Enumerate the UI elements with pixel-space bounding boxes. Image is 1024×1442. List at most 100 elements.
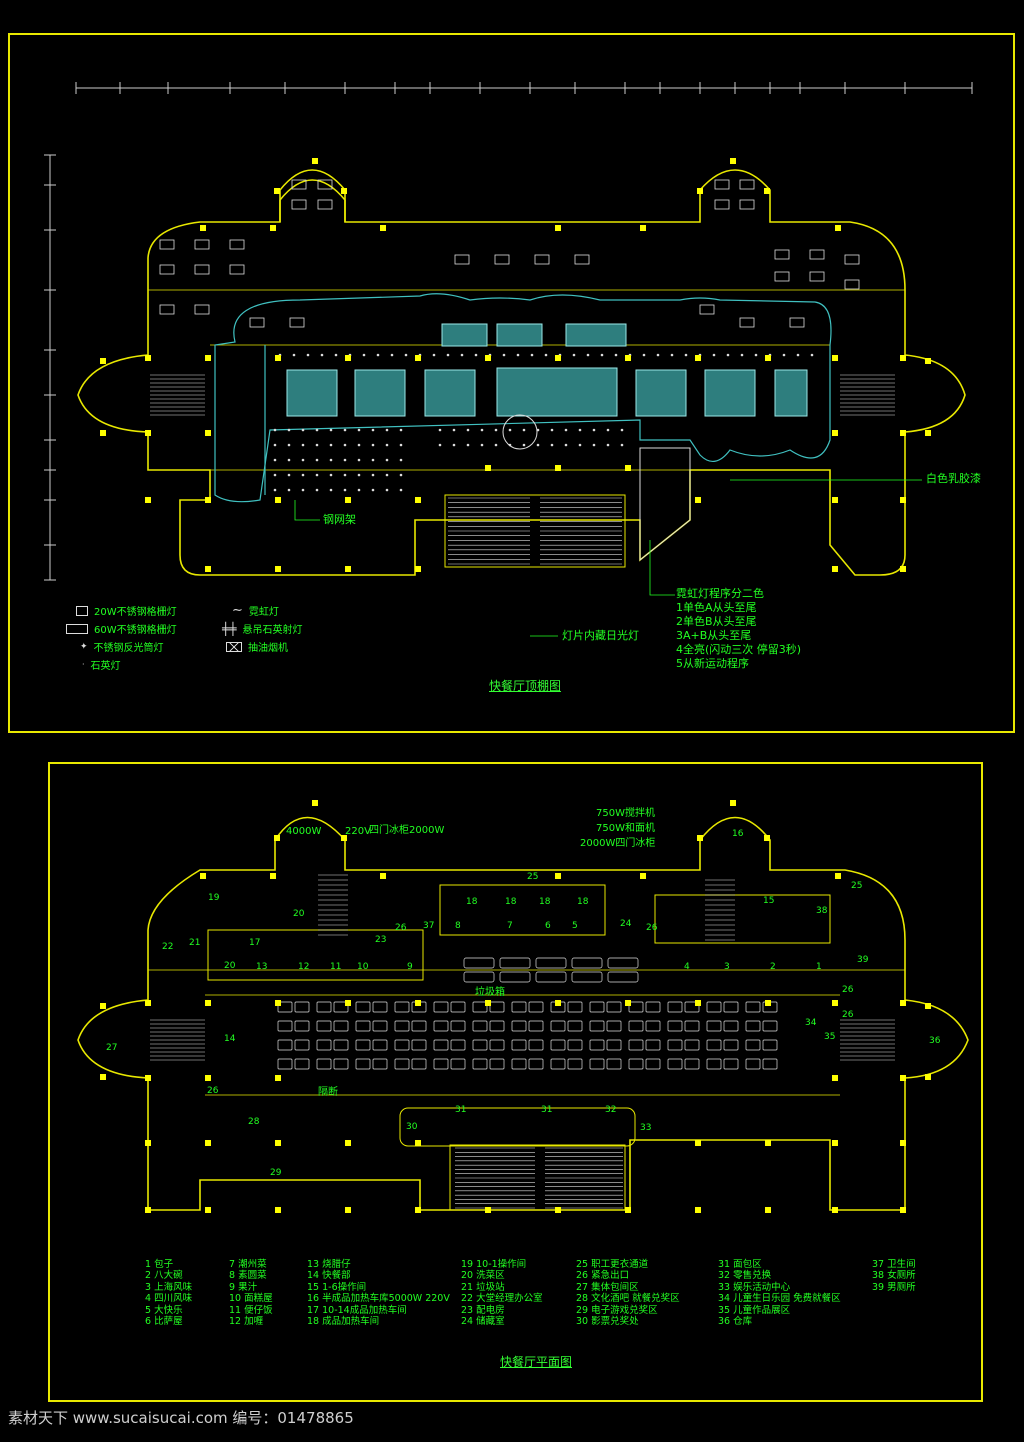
downlight bbox=[452, 443, 456, 447]
column bbox=[380, 225, 386, 231]
downlight bbox=[466, 443, 470, 447]
column bbox=[100, 1074, 106, 1080]
dining-table bbox=[433, 1039, 449, 1051]
dining-table bbox=[762, 1058, 778, 1070]
downlight bbox=[474, 353, 478, 357]
downlight bbox=[399, 458, 403, 462]
downlight bbox=[287, 458, 291, 462]
dining-table bbox=[589, 1058, 605, 1070]
dining-table bbox=[645, 1020, 661, 1032]
column bbox=[275, 1000, 281, 1006]
room-number: 10 bbox=[357, 962, 369, 972]
downlight bbox=[357, 443, 361, 447]
room-number: 20 bbox=[224, 961, 236, 971]
downlight bbox=[301, 428, 305, 432]
column bbox=[145, 1000, 151, 1006]
downlight bbox=[273, 458, 277, 462]
downlight bbox=[656, 353, 660, 357]
dining-table bbox=[628, 1001, 644, 1013]
dining-table bbox=[472, 1001, 488, 1013]
downlight bbox=[385, 473, 389, 477]
dining-table bbox=[472, 1020, 488, 1032]
downlight bbox=[606, 443, 610, 447]
escalator-lines-floor bbox=[455, 1147, 623, 1209]
room-number: 26 bbox=[395, 923, 407, 933]
downlight bbox=[371, 488, 375, 492]
equip-mixer: 750W搅拌机 bbox=[596, 808, 655, 819]
dining-table bbox=[411, 1020, 427, 1032]
column bbox=[205, 497, 211, 503]
dining-table bbox=[567, 1039, 583, 1051]
column bbox=[900, 1207, 906, 1213]
downlight bbox=[544, 353, 548, 357]
dining-table bbox=[450, 1058, 466, 1070]
column bbox=[312, 158, 318, 164]
column bbox=[555, 355, 561, 361]
downlight bbox=[362, 353, 366, 357]
dining-table bbox=[667, 1001, 683, 1013]
room-number: 14 bbox=[224, 1034, 236, 1044]
column bbox=[832, 355, 838, 361]
equip-dough: 750W和面机 bbox=[596, 823, 655, 834]
downlight bbox=[329, 458, 333, 462]
downlight bbox=[399, 428, 403, 432]
column bbox=[345, 566, 351, 572]
room-number: 30 bbox=[406, 1122, 418, 1132]
column bbox=[205, 1140, 211, 1146]
downlight bbox=[399, 473, 403, 477]
dining-table bbox=[684, 1001, 700, 1013]
structural-columns bbox=[100, 158, 931, 572]
room-number: 17 bbox=[249, 938, 261, 948]
column bbox=[145, 1207, 151, 1213]
dining-table bbox=[606, 1058, 622, 1070]
room-number: 13 bbox=[256, 962, 268, 972]
dining-table bbox=[489, 1039, 505, 1051]
dining-table bbox=[355, 1020, 371, 1032]
column bbox=[925, 430, 931, 436]
dining-table bbox=[535, 971, 567, 983]
column bbox=[832, 1000, 838, 1006]
downlight bbox=[460, 353, 464, 357]
dining-table bbox=[628, 1020, 644, 1032]
dining-table bbox=[684, 1058, 700, 1070]
downlight bbox=[315, 443, 319, 447]
room-number: 39 bbox=[857, 955, 869, 965]
column bbox=[145, 1140, 151, 1146]
column bbox=[274, 835, 280, 841]
dining-table bbox=[355, 1039, 371, 1051]
room-number: 29 bbox=[270, 1168, 282, 1178]
downlight bbox=[399, 488, 403, 492]
downlight bbox=[357, 488, 361, 492]
column bbox=[270, 225, 276, 231]
downlight bbox=[670, 353, 674, 357]
column bbox=[832, 1140, 838, 1146]
room-number: 25 bbox=[851, 881, 863, 891]
column bbox=[832, 1207, 838, 1213]
dining-table bbox=[745, 1039, 761, 1051]
dining-table bbox=[567, 1020, 583, 1032]
room-number: 24 bbox=[620, 919, 632, 929]
exhaust-fan-icon bbox=[226, 641, 242, 652]
room-number: 38 bbox=[816, 906, 828, 916]
legend-item-exhaust: 抽油烟机 bbox=[226, 639, 288, 654]
column bbox=[900, 430, 906, 436]
downlight bbox=[385, 443, 389, 447]
column bbox=[832, 430, 838, 436]
downlight bbox=[301, 443, 305, 447]
dining-table bbox=[589, 1039, 605, 1051]
downlight bbox=[536, 428, 540, 432]
room-number: 32 bbox=[605, 1105, 617, 1115]
column bbox=[765, 1207, 771, 1213]
downlight bbox=[315, 458, 319, 462]
column bbox=[835, 225, 841, 231]
downlight bbox=[343, 443, 347, 447]
column bbox=[145, 1075, 151, 1081]
dining-table bbox=[394, 1001, 410, 1013]
column bbox=[345, 497, 351, 503]
dining-table bbox=[294, 1020, 310, 1032]
column bbox=[415, 1140, 421, 1146]
room-number: 20 bbox=[293, 909, 305, 919]
downlight-icon: ✦ bbox=[80, 641, 88, 652]
column bbox=[415, 566, 421, 572]
